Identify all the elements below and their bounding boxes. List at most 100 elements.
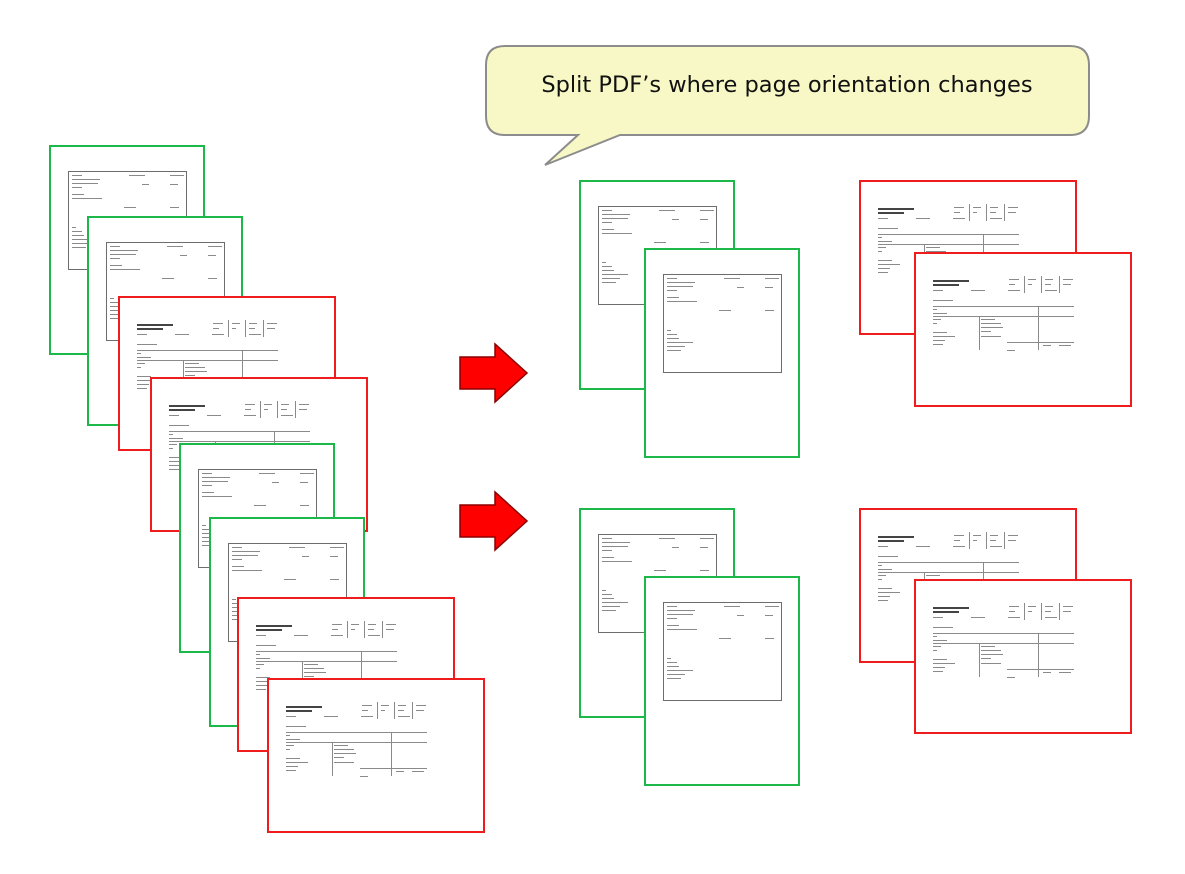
table-divider [969, 532, 970, 549]
text-line [72, 198, 102, 200]
text-line [302, 556, 309, 558]
text-line [878, 565, 882, 567]
text-line [137, 367, 141, 369]
text-line [602, 590, 606, 592]
text-line [72, 179, 100, 181]
text-line [281, 415, 293, 417]
invoice-document [933, 276, 1074, 352]
text-line [667, 297, 679, 299]
text-line [990, 535, 998, 537]
table-rule [137, 360, 278, 361]
text-line [765, 278, 779, 280]
text-line [700, 538, 714, 540]
text-line [244, 415, 256, 417]
text-line [162, 278, 174, 280]
text-line [304, 668, 324, 670]
text-line [286, 770, 296, 772]
invoice-document [933, 603, 1074, 679]
text-line [232, 570, 262, 572]
text-line [232, 328, 236, 330]
table-rule [933, 306, 1074, 307]
text-line [256, 685, 268, 687]
text-line [180, 255, 187, 257]
text-line [954, 540, 960, 542]
text-line [878, 579, 882, 581]
table-rule [360, 768, 427, 769]
text-line [381, 710, 385, 712]
table-divider [986, 204, 987, 221]
text-line [1045, 611, 1051, 613]
text-line [700, 219, 708, 221]
table-rule [878, 244, 1019, 245]
table-divider [412, 702, 413, 719]
text-line [167, 246, 183, 248]
text-line [926, 247, 940, 249]
text-line [232, 555, 258, 557]
text-line [286, 726, 306, 728]
text-line [72, 187, 82, 189]
text-line [110, 246, 120, 248]
text-line [667, 658, 671, 660]
text-line [933, 319, 941, 321]
text-line [602, 278, 620, 280]
text-line [110, 250, 138, 252]
text-line [272, 482, 279, 484]
text-line [981, 331, 991, 333]
text-line [672, 219, 679, 221]
text-line [398, 705, 406, 707]
text-line [954, 212, 960, 214]
text-line [878, 556, 898, 558]
text-line [232, 566, 244, 568]
text-line [398, 710, 404, 712]
text-line [110, 265, 122, 267]
text-line [137, 353, 141, 355]
text-line [386, 624, 396, 626]
text-line [362, 705, 372, 707]
table-divider [228, 320, 229, 337]
text-line [304, 664, 318, 666]
text-line [933, 340, 945, 342]
invoice-document [286, 702, 427, 778]
text-line [981, 323, 1001, 325]
text-line [602, 266, 612, 268]
text-line [953, 218, 965, 220]
table-divider [969, 204, 970, 221]
text-line [169, 469, 179, 471]
text-line [208, 246, 222, 248]
text-line [169, 415, 179, 417]
text-line [1059, 345, 1071, 347]
table-divider [986, 532, 987, 549]
text-line [878, 575, 886, 577]
text-line [170, 175, 184, 177]
text-line [667, 610, 695, 612]
text-line [1028, 611, 1032, 613]
text-line [1043, 672, 1051, 674]
table-rule [169, 441, 310, 442]
text-line [602, 542, 630, 544]
text-line [933, 667, 945, 669]
text-line [737, 287, 744, 289]
text-line [286, 710, 312, 712]
text-line [971, 617, 985, 619]
text-line [878, 272, 888, 274]
text-line [990, 207, 998, 209]
text-line [765, 606, 779, 608]
text-line [331, 635, 343, 637]
text-line [667, 301, 697, 303]
text-line [1063, 611, 1071, 613]
table-divider [1041, 603, 1042, 620]
table-rule [256, 651, 397, 652]
text-line [933, 313, 947, 315]
text-line [916, 218, 930, 220]
table-divider [361, 651, 362, 695]
text-line [878, 208, 914, 210]
text-line [878, 592, 900, 594]
table-rule [286, 732, 427, 733]
text-line [602, 561, 632, 563]
text-line [137, 380, 159, 382]
text-line [878, 569, 892, 571]
text-line [1059, 672, 1071, 674]
text-line [137, 328, 163, 330]
table-divider [979, 643, 980, 677]
text-line [256, 658, 270, 660]
